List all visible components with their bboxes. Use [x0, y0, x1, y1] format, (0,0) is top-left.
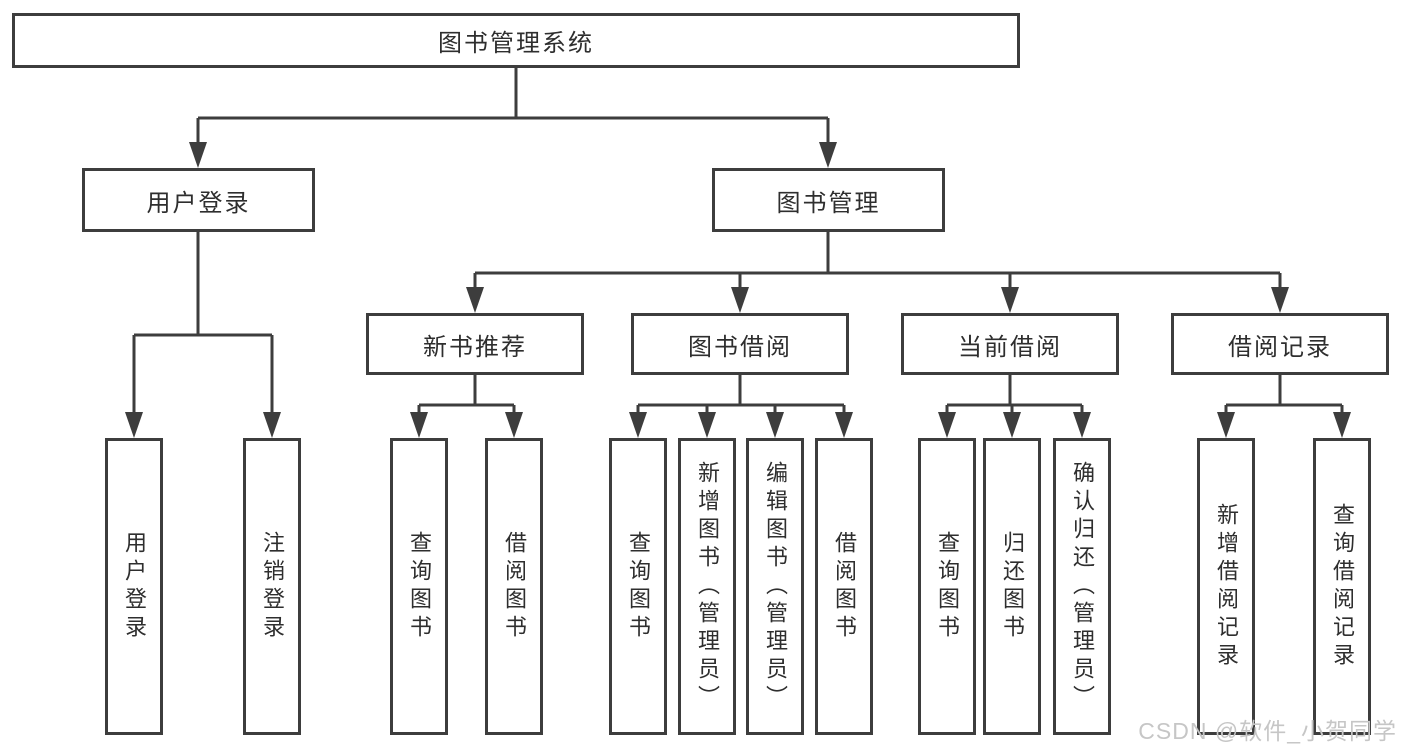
leaf-confirm-return-admin: 确认归还（管理员） [1053, 438, 1111, 735]
connector-bookmgmt-to-level3 [473, 232, 1282, 297]
connector-root-to-level2 [196, 68, 830, 152]
arrowheads [125, 142, 1351, 438]
leaf-borrow-books-recommend: 借阅图书 [485, 438, 543, 735]
leaf-logout: 注销登录 [243, 438, 301, 735]
arrowhead [1001, 287, 1019, 313]
arrowhead [125, 412, 143, 438]
arrowhead [698, 412, 716, 438]
node-user-login: 用户登录 [82, 168, 315, 232]
node-book-borrowing: 图书借阅 [631, 313, 849, 375]
arrowhead [410, 412, 428, 438]
leaf-edit-books-admin: 编辑图书（管理员） [746, 438, 804, 735]
arrowhead [466, 287, 484, 313]
node-current-borrowing: 当前借阅 [901, 313, 1119, 375]
arrowhead [629, 412, 647, 438]
connector-recommend-to-leaves [417, 375, 516, 422]
arrowhead [1271, 287, 1289, 313]
leaf-add-borrow-record: 新增借阅记录 [1197, 438, 1255, 735]
node-book-management: 图书管理 [712, 168, 945, 232]
node-borrowing-records: 借阅记录 [1171, 313, 1389, 375]
leaf-query-borrow-record: 查询借阅记录 [1313, 438, 1371, 735]
leaf-query-books-current: 查询图书 [918, 438, 976, 735]
arrowhead [1003, 412, 1021, 438]
connector-records-to-leaves [1224, 375, 1344, 422]
leaf-return-books: 归还图书 [983, 438, 1041, 735]
connector-userlogin-to-leaves [132, 232, 274, 422]
arrowhead [263, 412, 281, 438]
arrowhead [819, 142, 837, 168]
arrowhead [505, 412, 523, 438]
csdn-watermark: CSDN @软件_小贺同学 [1138, 718, 1397, 744]
leaf-borrow-books: 借阅图书 [815, 438, 873, 735]
arrowhead [1073, 412, 1091, 438]
connector-borrowing-to-leaves [636, 375, 846, 422]
arrowhead [766, 412, 784, 438]
leaf-add-books-admin: 新增图书（管理员） [678, 438, 736, 735]
node-root-system: 图书管理系统 [12, 13, 1020, 68]
arrowhead [835, 412, 853, 438]
arrowhead [938, 412, 956, 438]
arrowhead [731, 287, 749, 313]
arrowhead [189, 142, 207, 168]
arrowhead [1217, 412, 1235, 438]
arrowhead [1333, 412, 1351, 438]
node-new-book-recommend: 新书推荐 [366, 313, 584, 375]
leaf-query-books-recommend: 查询图书 [390, 438, 448, 735]
leaf-query-books-borrowing: 查询图书 [609, 438, 667, 735]
leaf-user-login: 用户登录 [105, 438, 163, 735]
